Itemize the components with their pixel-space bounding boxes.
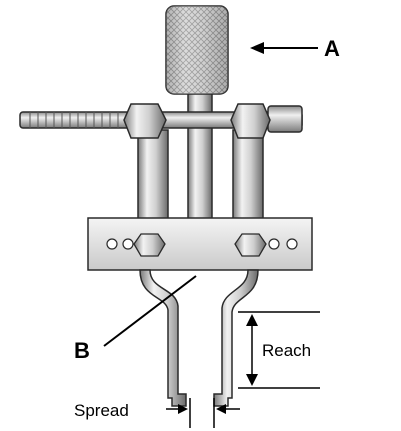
- label-a-callout: A: [250, 36, 340, 61]
- label-b-callout: B: [74, 275, 197, 363]
- puller-hook-left-icon: [139, 269, 187, 407]
- right-post: [232, 129, 264, 223]
- hex-nut-left-icon: [123, 103, 167, 139]
- knurled-knob-icon: [165, 5, 229, 95]
- spread-label: Spread: [74, 401, 129, 420]
- spread-dimension: Spread: [74, 398, 240, 428]
- center-screw: [187, 89, 213, 221]
- puller-hook-right-icon: [213, 269, 259, 407]
- label-a: A: [324, 36, 340, 61]
- hex-nut-right-icon: [230, 103, 271, 139]
- reach-label: Reach: [262, 341, 311, 360]
- reach-dimension: Reach: [238, 311, 320, 389]
- left-post: [137, 129, 169, 223]
- label-b: B: [74, 338, 90, 363]
- jaw-bar-icon: [87, 217, 313, 271]
